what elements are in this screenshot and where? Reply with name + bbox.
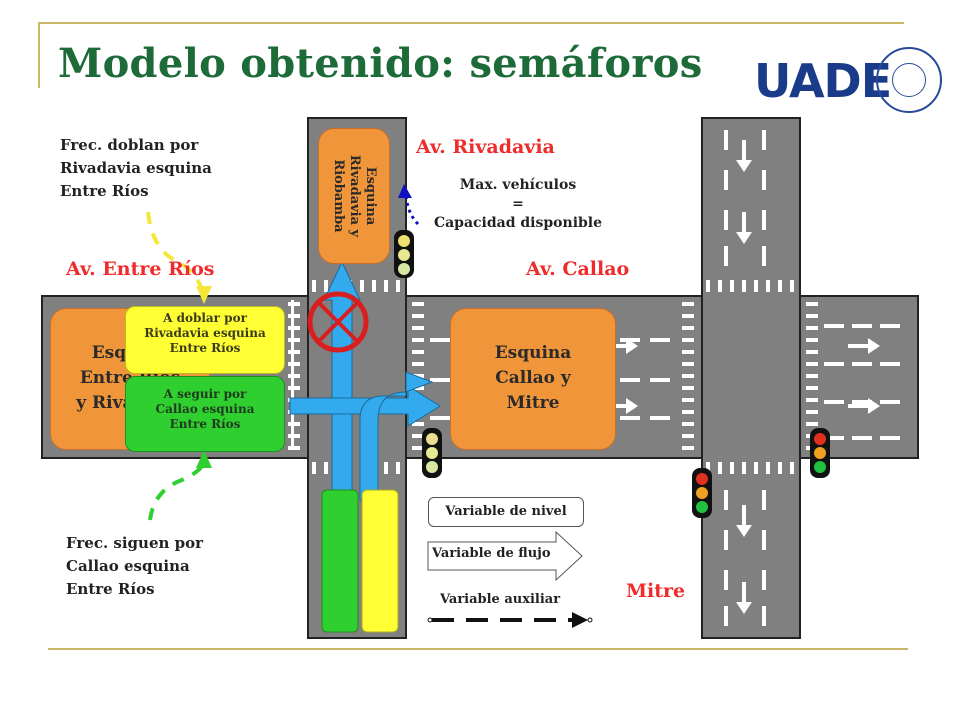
node-a-doblar: A doblar por Rivadavia esquina Entre Río… xyxy=(125,306,285,374)
university-seal-icon xyxy=(876,47,942,113)
level-column-green xyxy=(321,489,359,633)
traffic-light-icon xyxy=(810,428,830,478)
traffic-light-icon xyxy=(692,468,712,518)
aux-arrow-doblan xyxy=(146,211,206,297)
legend-variable-nivel: Variable de nivel xyxy=(428,497,584,527)
prohibition-sign-icon xyxy=(307,291,369,353)
street-label-callao: Av. Callao xyxy=(526,258,630,280)
street-label-mitre: Mitre xyxy=(626,580,686,602)
note-frec-doblan: Frec. doblan por Rivadavia esquina Entre… xyxy=(60,136,212,200)
aux-arrow-capacidad xyxy=(404,195,420,226)
street-label-rivadavia: Av. Rivadavia xyxy=(416,136,555,158)
legend-variable-auxiliar: Variable auxiliar xyxy=(440,592,561,607)
aux-arrow-siguen xyxy=(148,459,206,521)
page-title: Modelo obtenido: semáforos xyxy=(58,40,703,87)
node-callao-mitre: Esquina Callao y Mitre xyxy=(450,308,616,450)
node-rivadavia-riobamba: Esquina Rivadavia y Riobamba xyxy=(318,128,390,264)
legend-variable-flujo: Variable de flujo xyxy=(432,546,551,561)
note-frec-siguen: Frec. siguen por Callao esquina Entre Rí… xyxy=(66,534,204,598)
frame-line-top xyxy=(38,22,904,24)
node-a-seguir: A seguir por Callao esquina Entre Ríos xyxy=(125,376,285,452)
flow-doblar-arrow xyxy=(323,260,361,501)
street-label-entre-rios: Av. Entre Ríos xyxy=(66,258,215,280)
flow-seguir-arrow xyxy=(289,371,441,501)
road-direction-arrows xyxy=(606,140,880,614)
frame-line-vertical xyxy=(38,22,40,88)
legend-flow-arrow-icon xyxy=(427,530,583,582)
lane-markings-vertical xyxy=(724,130,766,626)
traffic-light-icon xyxy=(394,230,414,278)
lane-markings-horizontal xyxy=(430,324,900,440)
level-column-yellow xyxy=(361,489,399,633)
note-max-vehiculos: Max. vehículos = Capacidad disponible xyxy=(433,177,603,231)
footer-line xyxy=(48,648,908,650)
uade-logo: UADE xyxy=(754,54,892,108)
traffic-light-icon xyxy=(422,428,442,478)
